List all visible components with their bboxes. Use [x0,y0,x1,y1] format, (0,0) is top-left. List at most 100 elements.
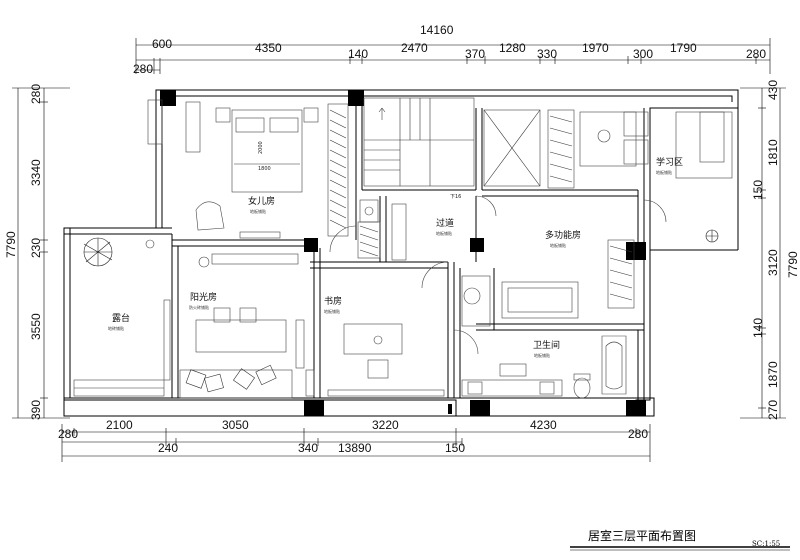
bed [231,109,303,193]
right-dimension-lines [740,87,786,419]
bathtub [601,335,627,395]
room-bath-floor: 地板铺贴 [534,352,550,358]
room-study-area-floor: 地板铺贴 [656,169,672,175]
dim-top-7: 1970 [582,41,609,55]
dim-top-inner: 280 [133,62,153,76]
column-s [470,400,490,416]
study-desk-block [579,111,637,167]
room-bath-name: 卫生间 [533,339,560,351]
dim-bottom-inner-2: 150 [445,441,465,455]
room-terrace-name: 露台 [112,312,130,324]
room-terrace-floor: 地砖铺贴 [108,325,124,331]
study-bookshelf [327,389,445,397]
dim-left-3: 3550 [29,313,43,340]
dim-left-0: 280 [29,84,43,104]
bed-length-note: 2000 [258,141,264,154]
nightstand-right [303,107,319,123]
tv-bench [239,231,281,239]
column-se [626,400,646,416]
dim-bottom-inner-0: 240 [158,441,178,455]
dim-right-0: 430 [766,80,780,100]
column-mid-e [470,238,484,252]
room-corridor-floor: 地板铺贴 [436,230,452,236]
door-multi [475,195,497,217]
door-study [421,261,449,289]
door-bath [453,329,479,355]
room-sunroom-name: 阳光房 [190,291,217,303]
room-study-name: 书房 [324,295,342,307]
dim-top-4: 370 [465,47,485,61]
armchair [195,201,225,231]
room-daughter-name: 女儿房 [248,195,275,207]
wardrobe-daughter [327,103,349,237]
study-table [675,111,733,179]
sunroom-table [195,319,287,353]
vanity-desk [185,101,201,153]
furniture: 1800 2000 下16 [73,97,733,399]
room-study-area-name: 学习区 [656,156,683,168]
dim-bottom-total: 13890 [338,441,372,455]
drawing-title: 居室三层平面布置图 [588,528,696,543]
column-small [448,404,452,414]
dim-right-1: 1810 [766,139,780,166]
room-study-floor: 地板铺贴 [324,308,340,314]
vanity-counter [461,379,563,397]
column-n [348,90,364,106]
dim-left-2: 230 [29,238,43,258]
dim-bottom-2: 3050 [222,418,249,432]
column-mid-w [304,238,318,252]
dim-bottom-1: 2100 [106,418,133,432]
room-corridor-name: 过道 [436,217,454,229]
title-block: 居室三层平面布置图 SC:1:55 [570,528,790,551]
dim-bottom-3: 3220 [372,418,399,432]
dim-right-4: 140 [751,318,765,338]
dim-top-3: 2470 [401,41,428,55]
plant-balcony [705,229,719,243]
stair-down-label: 下16 [450,194,461,200]
column-nw [160,90,176,106]
dim-top-0: 600 [152,37,172,51]
staircase: 下16 [363,97,475,200]
void-atrium [483,109,541,187]
room-multi-floor: 地板铺贴 [550,242,566,248]
dim-right-2: 150 [751,180,765,200]
dim-top-6: 330 [537,47,557,61]
dim-bottom-5: 280 [628,427,648,441]
dim-left-total: 7790 [4,231,18,258]
room-sunroom-floor: 防火砖铺贴 [189,304,209,310]
drawing-scale: SC:1:55 [752,540,780,548]
study-desk [343,323,403,355]
left-dimension-lines [12,87,70,419]
room-multi-name: 多功能房 [545,229,581,241]
dim-left-4: 390 [29,400,43,420]
dim-top-2: 140 [348,47,368,61]
dim-bottom-0: 280 [58,427,78,441]
bed-width-note: 1800 [258,166,271,172]
structural-columns [160,90,646,416]
dim-bottom-inner-1: 340 [298,441,318,455]
shower [461,275,491,327]
sunroom-sofa [179,369,293,399]
room-daughter-floor: 地板铺贴 [250,208,266,214]
dim-top-8: 300 [633,47,653,61]
toilet [573,377,591,399]
dim-right-6: 270 [766,400,780,420]
study-chair [367,359,389,379]
room-labels: 女儿房 地板铺贴 过道 地板铺贴 多功能房 地板铺贴 学习区 地板铺贴 露台 地… [108,156,683,358]
dim-right-total: 7790 [786,251,800,278]
door-balcony [643,199,667,223]
column-e [626,242,646,260]
dim-top-10: 280 [746,47,766,61]
door-daughter [329,225,357,253]
dim-right-5: 1870 [766,361,780,388]
column-sw [304,400,324,416]
sunroom-shelf [211,253,299,265]
plant-terrace [83,237,113,267]
dim-bottom-4: 4230 [530,418,557,432]
dim-top-total: 14160 [420,23,454,37]
dim-top-1: 4350 [255,41,282,55]
nightstand-left [215,107,231,123]
dim-top-5: 1280 [499,41,526,55]
dim-left-1: 3340 [29,159,43,186]
